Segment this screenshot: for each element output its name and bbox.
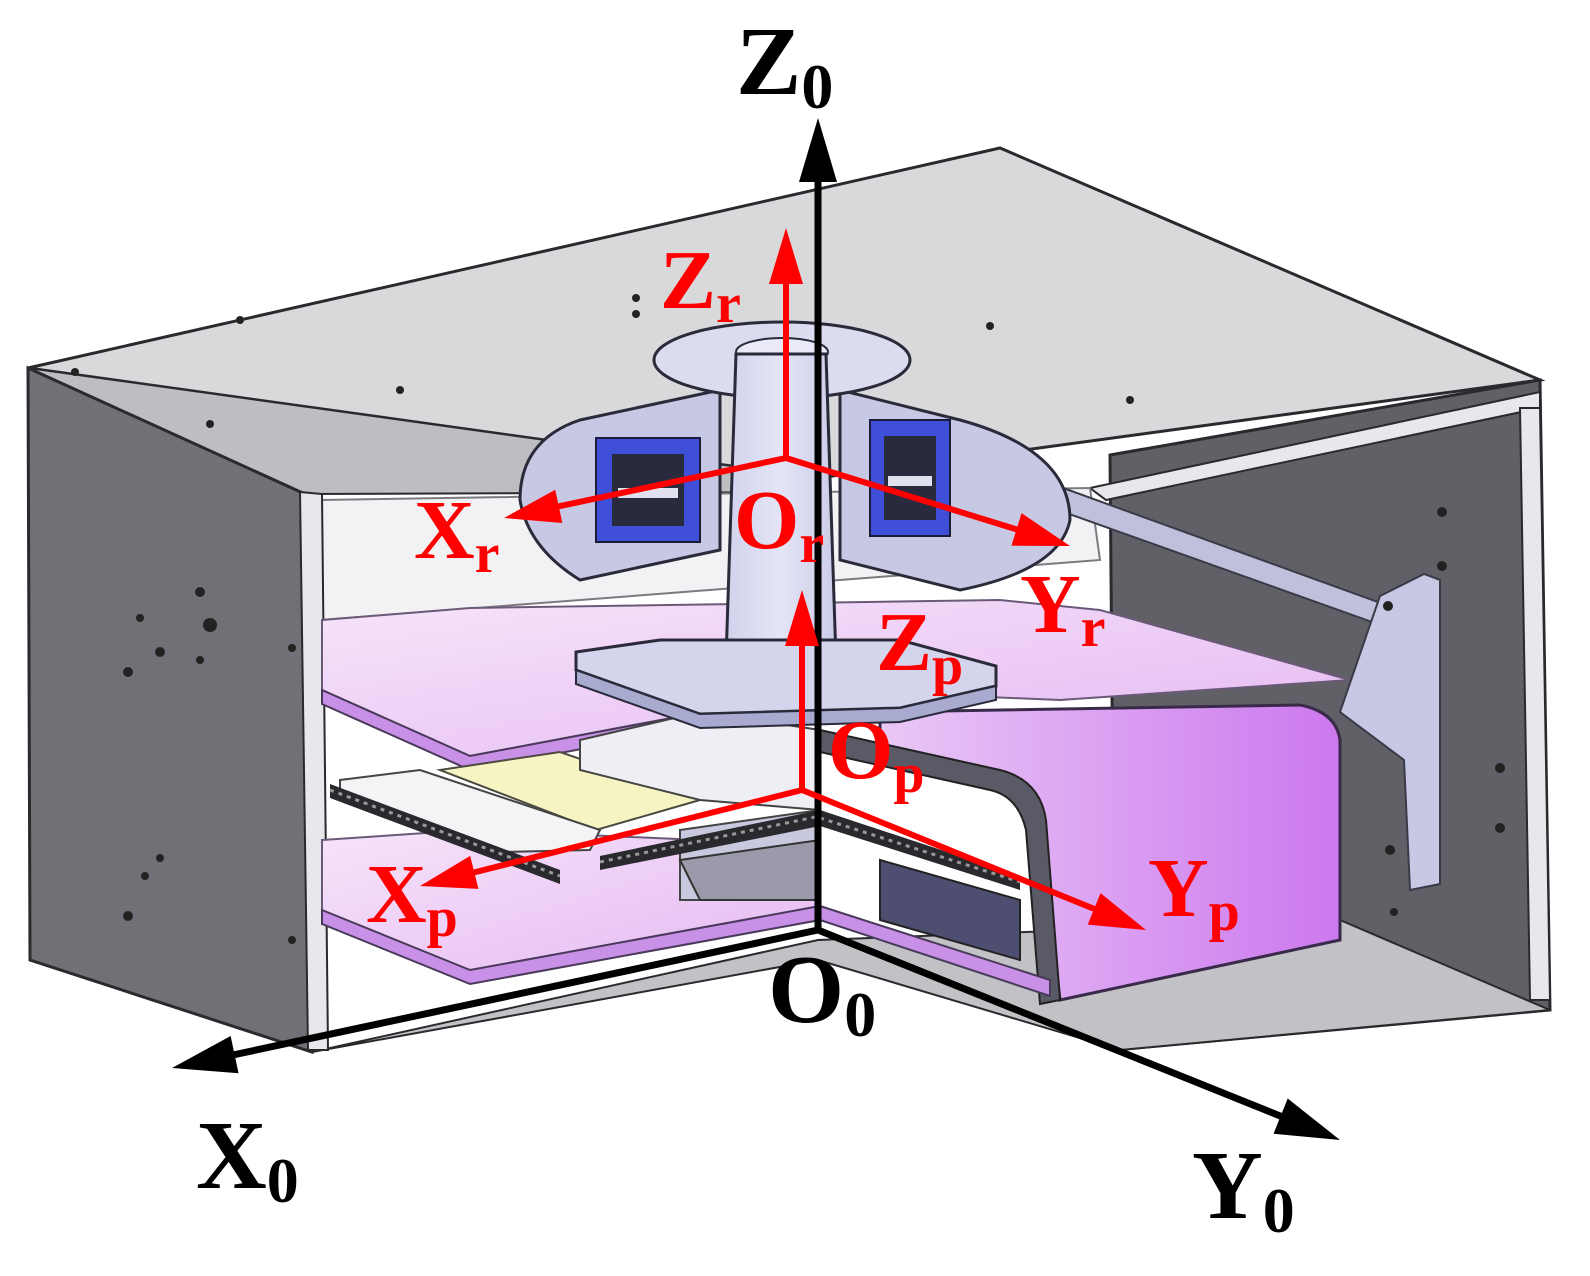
global-z-axis bbox=[799, 118, 837, 934]
global-frame bbox=[172, 118, 1340, 1140]
platform-x-axis bbox=[420, 787, 805, 889]
rotor-origin-label: Or bbox=[734, 474, 824, 575]
column-base-rim bbox=[575, 668, 997, 730]
global-x-axis bbox=[172, 926, 822, 1074]
rotor-y-axis bbox=[783, 455, 1070, 546]
right-rack bbox=[599, 810, 1021, 890]
global-z-label: Z0 bbox=[736, 8, 833, 122]
platform-z-label: Zp bbox=[876, 596, 963, 697]
rotor-assembly bbox=[518, 320, 1072, 730]
rotor-y-label: Yr bbox=[1020, 558, 1106, 659]
platform-frame bbox=[420, 590, 1146, 930]
guide-block bbox=[879, 858, 1021, 962]
platform-origin-label: Op bbox=[828, 704, 925, 805]
platform-z-axis bbox=[785, 590, 819, 793]
left-rack bbox=[329, 784, 561, 884]
rotor-x-label: Xr bbox=[414, 484, 500, 585]
platform-y-axis bbox=[799, 787, 1146, 930]
carriage-frame bbox=[819, 728, 1062, 1006]
housing-right-cut-edge-vertical bbox=[1518, 407, 1552, 1001]
platform-x-label: Xp bbox=[366, 848, 458, 949]
rotor-frame bbox=[504, 228, 1070, 546]
global-y-axis bbox=[814, 926, 1340, 1140]
rotor-z-label: Zr bbox=[660, 234, 741, 335]
global-x-label: X0 bbox=[196, 1102, 299, 1216]
mounting-holes bbox=[71, 294, 1505, 944]
wall-bracket bbox=[1338, 572, 1441, 892]
rotor-x-axis bbox=[504, 455, 789, 523]
rotor-z-axis bbox=[769, 228, 803, 461]
global-y-label: Y0 bbox=[1192, 1132, 1295, 1246]
global-origin-label: O0 bbox=[768, 936, 876, 1050]
platform-y-label: Yp bbox=[1148, 842, 1240, 943]
